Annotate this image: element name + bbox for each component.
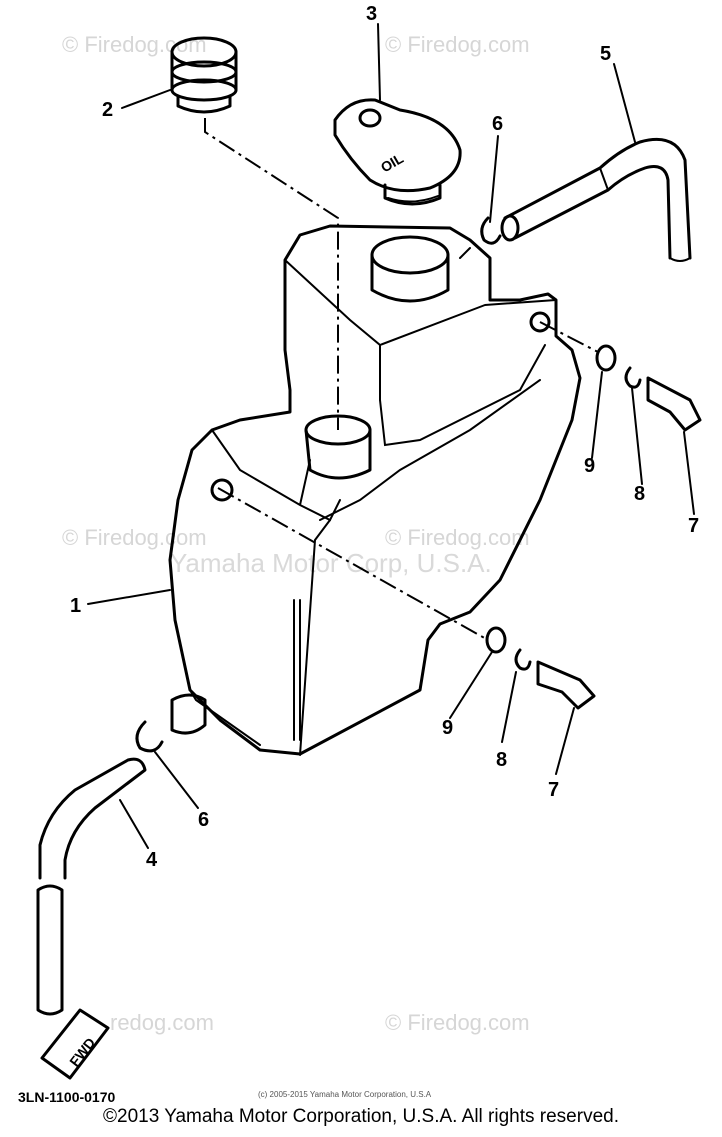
callout-8: 8 xyxy=(496,749,507,771)
assembly-line-cap xyxy=(204,118,339,430)
callout-9: 9 xyxy=(584,455,595,477)
callout-7: 7 xyxy=(548,779,559,801)
watermark-firedog: redog.com xyxy=(110,1010,214,1035)
callout-6: 6 xyxy=(492,113,503,135)
forward-arrow: FWD xyxy=(40,1008,110,1080)
callout-5: 5 xyxy=(600,43,611,65)
fastener-set-lower xyxy=(485,626,596,710)
watermark-layer: © Firedog.com © Firedog.com © Firedog.co… xyxy=(62,32,530,1035)
drawing-code: 3LN-1100-0170 xyxy=(18,1089,116,1105)
oil-hose-part xyxy=(36,757,147,1016)
callout-4: 4 xyxy=(146,849,158,871)
hose-clip-upper xyxy=(480,216,502,245)
hose-clip-lower xyxy=(135,720,164,753)
watermark-firedog: © Firedog.com xyxy=(62,525,207,550)
small-copyright-line: (c) 2005-2015 Yamaha Motor Corporation, … xyxy=(258,1090,432,1099)
watermark-firedog: © Firedog.com xyxy=(385,32,530,57)
callout-8: 8 xyxy=(634,483,645,505)
callout-2: 2 xyxy=(102,99,113,121)
assembly-lines xyxy=(204,118,599,641)
oil-cap-part: OIL xyxy=(333,98,462,206)
callout-1: 1 xyxy=(70,595,81,617)
callout-numbers: 2 3 6 5 1 4 6 9 8 7 9 8 7 xyxy=(70,3,699,871)
callout-3: 3 xyxy=(366,3,377,25)
assembly-line-lower-bolt xyxy=(217,487,489,641)
callout-6: 6 xyxy=(198,809,209,831)
cap-text: OIL xyxy=(378,150,407,176)
fastener-set-upper xyxy=(595,344,702,432)
plug-part xyxy=(170,36,238,114)
callout-9: 9 xyxy=(442,717,453,739)
watermark-firedog: © Firedog.com xyxy=(62,32,207,57)
callout-7: 7 xyxy=(688,515,699,537)
watermark-firedog: © Firedog.com xyxy=(385,1010,530,1035)
copyright-footer: ©2013 Yamaha Motor Corporation, U.S.A. A… xyxy=(103,1106,619,1127)
watermark-yamaha: Yamaha Motor Corp, U.S.A. xyxy=(170,548,492,578)
breather-hose-part xyxy=(500,137,692,262)
watermark-firedog: © Firedog.com xyxy=(385,525,530,550)
assembly-line-upper-bolt xyxy=(539,321,599,353)
callout-leaders xyxy=(87,23,695,849)
fwd-label: FWD xyxy=(66,1034,98,1069)
oil-tank-part xyxy=(168,224,582,756)
